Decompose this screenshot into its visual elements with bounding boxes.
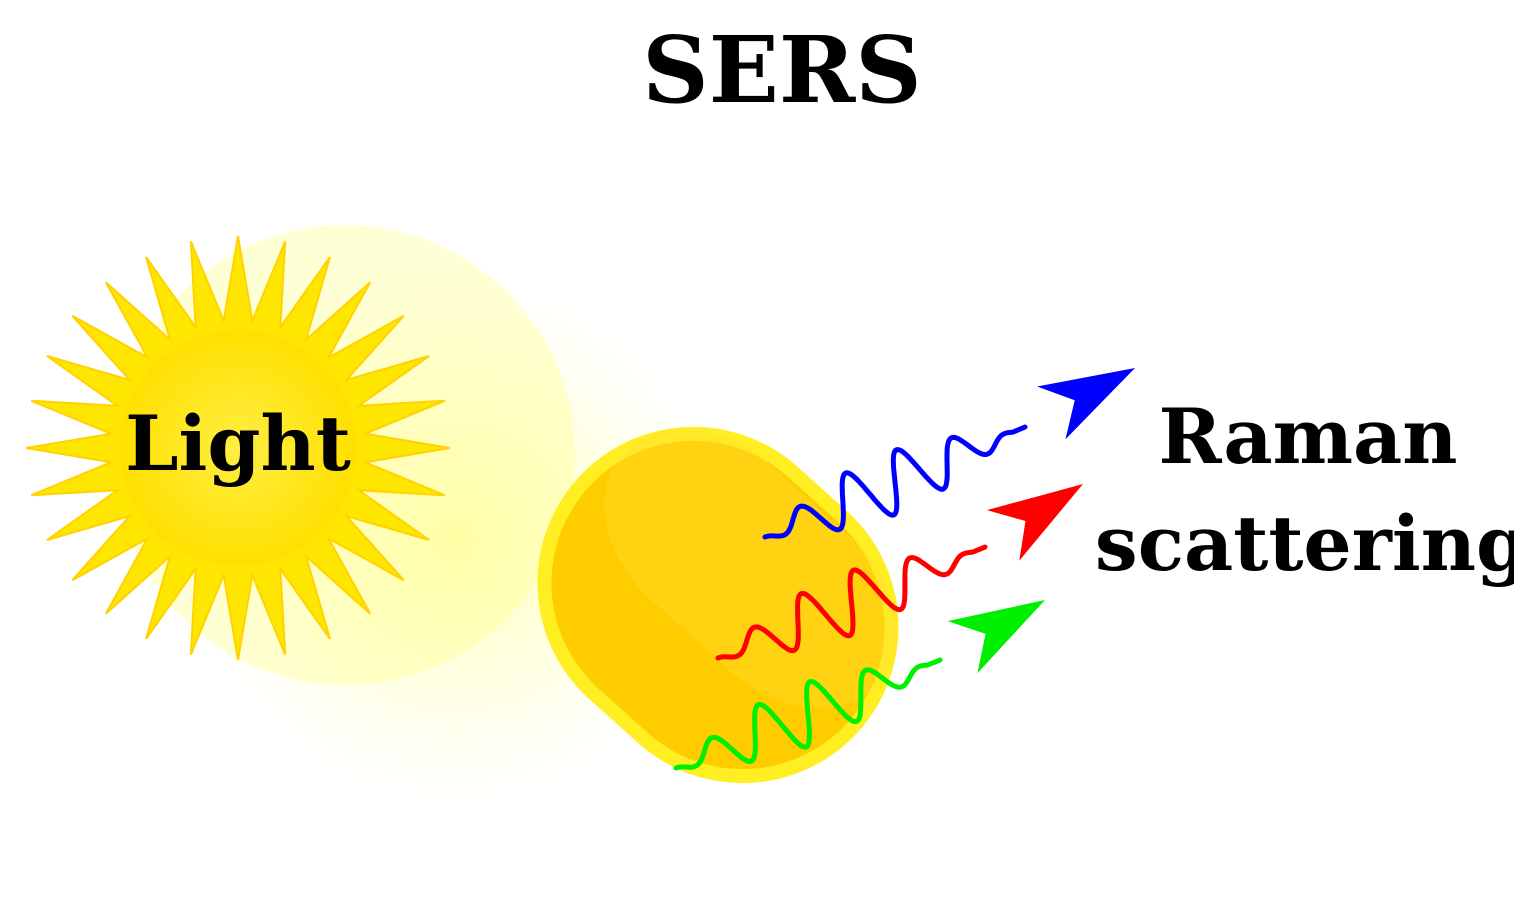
raman-wave-green [673,657,943,771]
raman-label-line2: scattering [1095,499,1514,588]
raman-waves [673,368,1135,771]
raman-label-line1: Raman [1158,392,1457,481]
raman-wave-red [715,544,988,661]
sun-icon [25,235,451,661]
raman-arrowhead-red [986,484,1083,561]
raman-arrowhead-green [947,600,1045,674]
raman-arrowhead-blue [1037,368,1135,440]
diagram-title: SERS [642,16,921,124]
raman-wave-blue [762,424,1028,540]
light-label: Light [125,399,351,488]
